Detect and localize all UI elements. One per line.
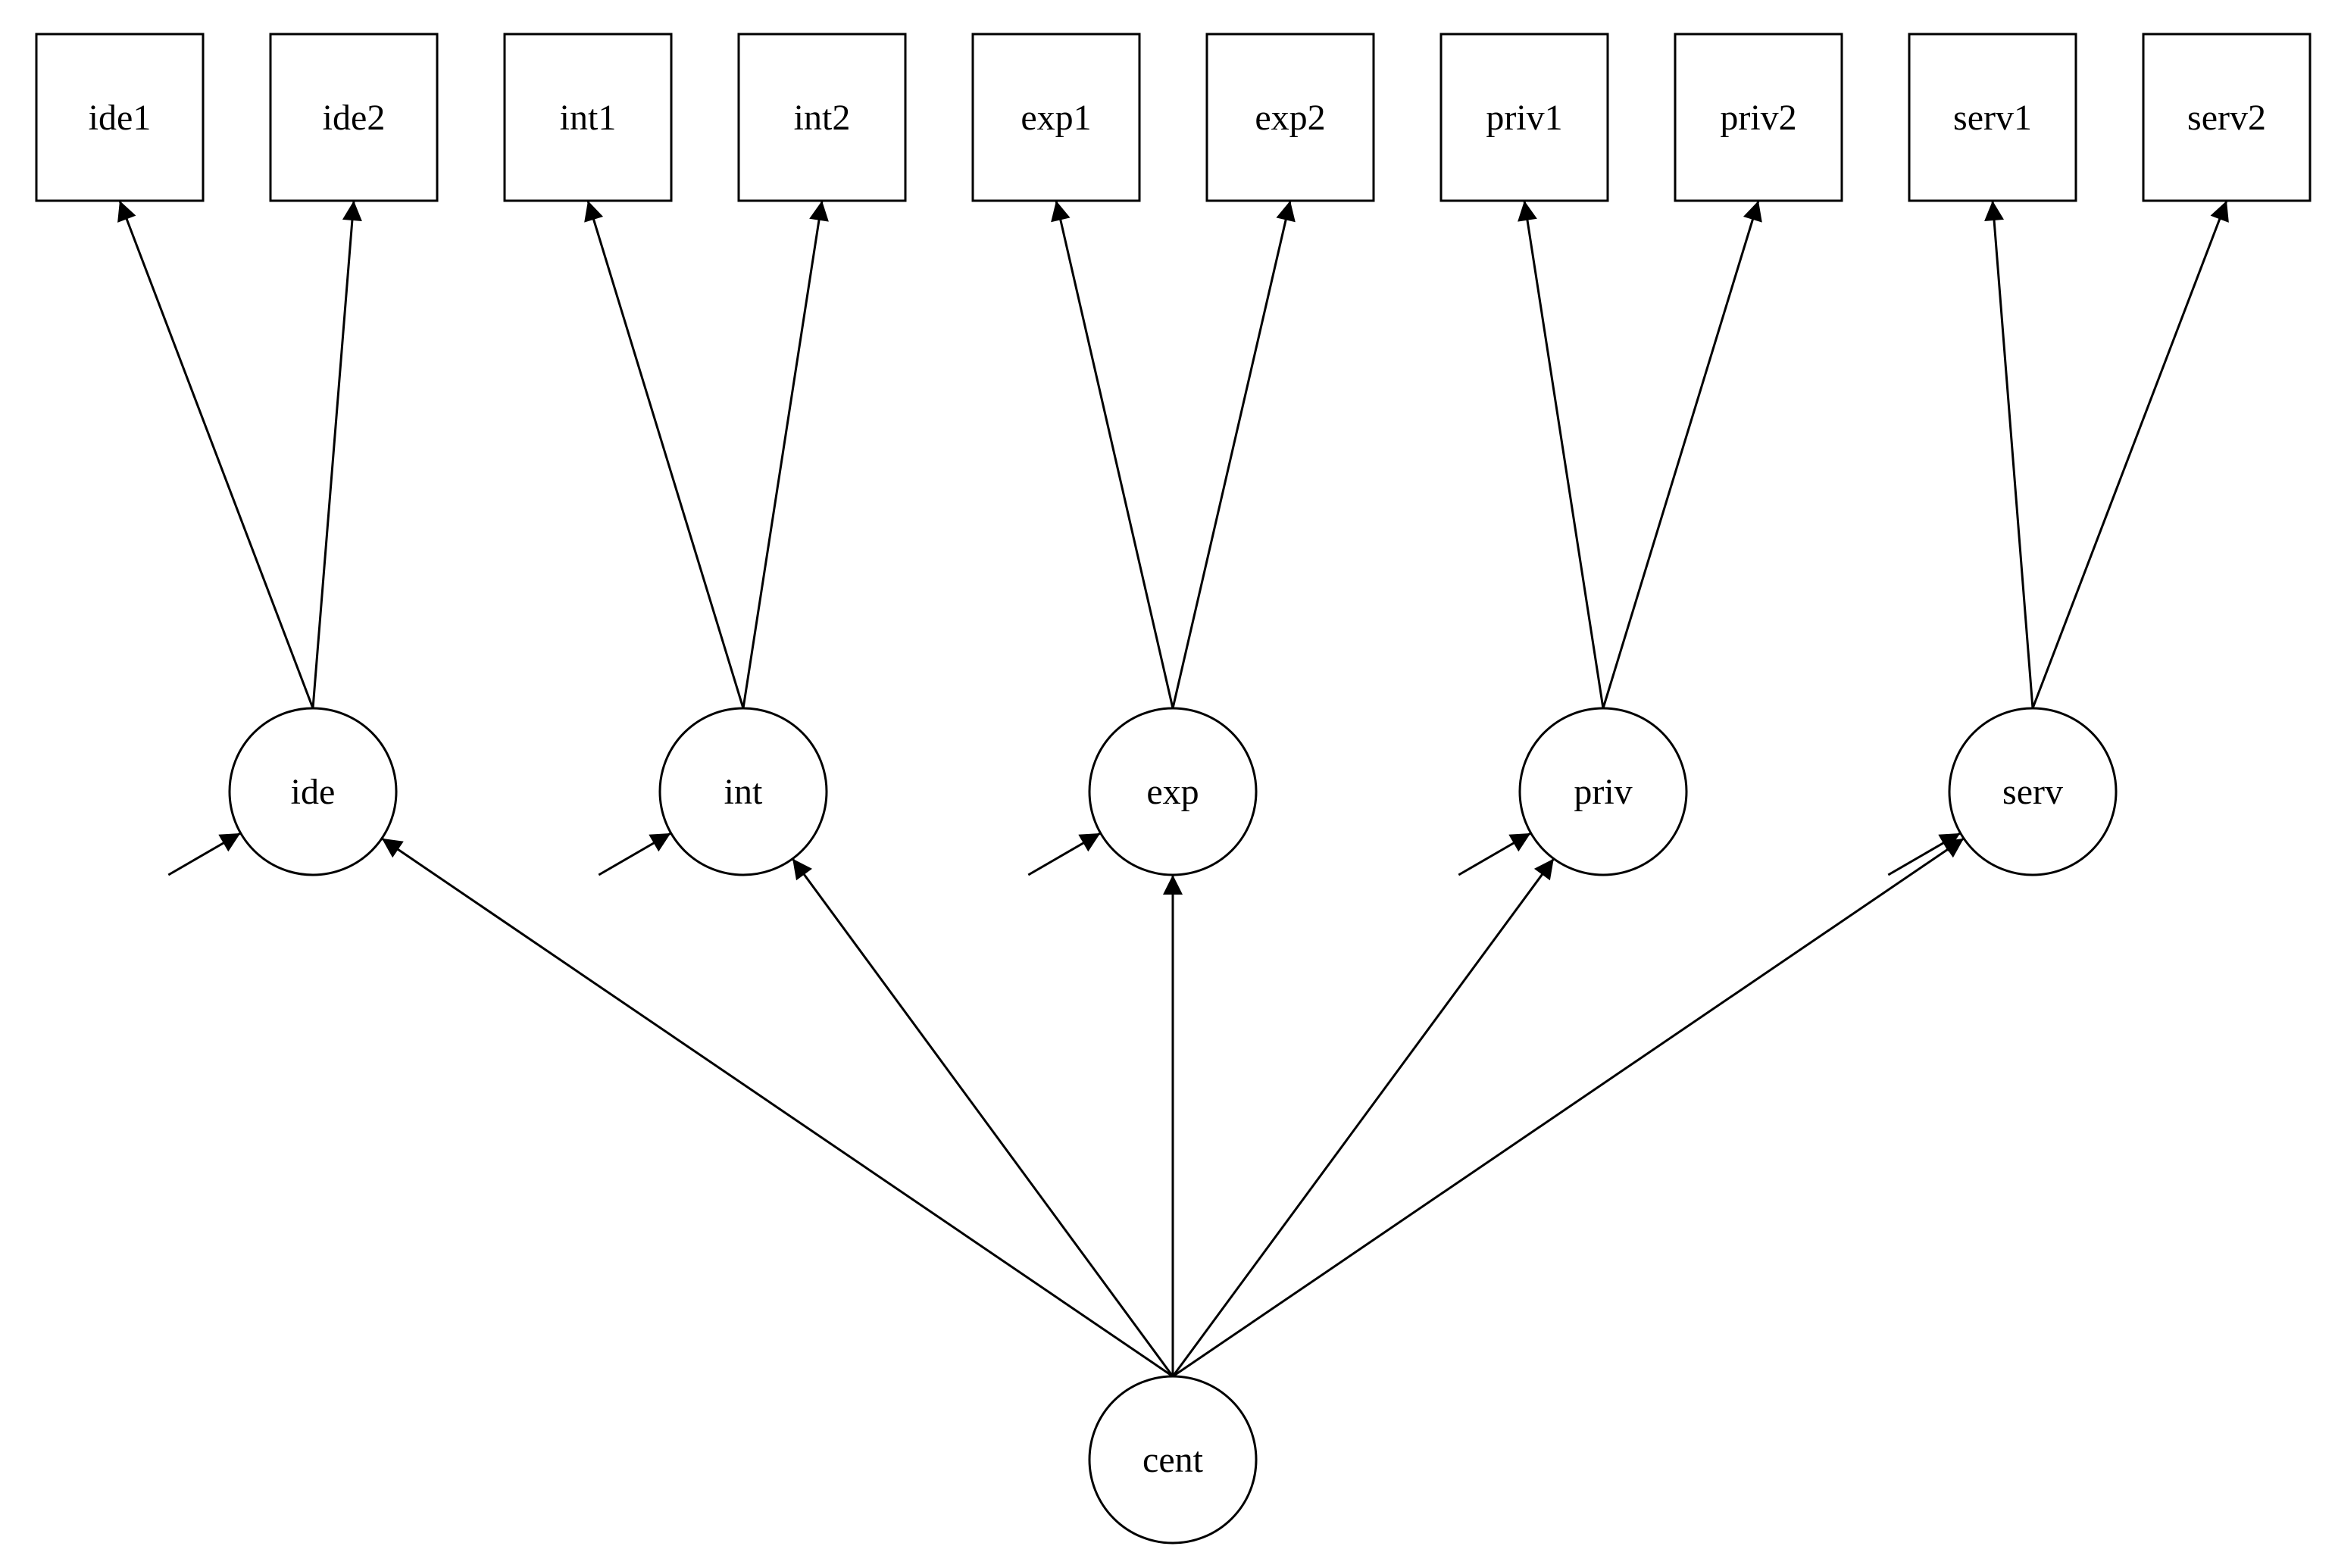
loading-arrow-exp-to-exp2 [1171,200,1296,709]
indicator-label-exp1: exp1 [1021,98,1091,138]
structural-arrow-cent-to-priv [1171,857,1555,1377]
disturbance-arrow-serv [1887,832,1961,876]
indicator-box-int2 [737,33,907,202]
edges-layer [117,200,2229,1378]
factor-label-exp: exp [1146,772,1199,812]
indicator-box-serv2 [2142,33,2312,202]
disturbance-arrow-ide [167,832,242,876]
loading-arrow-serv-to-serv2 [2031,200,2229,709]
indicator-box-int1 [503,33,673,202]
indicator-label-int1: int1 [560,98,617,138]
structural-arrow-cent-to-int [791,857,1174,1377]
loading-arrow-int-to-int1 [584,200,745,709]
loading-arrow-int-to-int2 [742,200,829,709]
loading-arrow-ide-to-ide2 [311,200,362,709]
indicator-box-exp1 [971,33,1141,202]
disturbance-arrow-priv [1458,832,1532,876]
loading-arrow-exp-to-exp1 [1051,200,1174,709]
indicator-box-ide1 [35,33,205,202]
structural-arrow-cent-to-serv [1172,837,1965,1378]
indicator-label-ide1: ide1 [89,98,152,138]
loading-arrow-serv-to-serv1 [1984,200,2034,709]
indicator-box-priv2 [1674,33,1843,202]
higher-factor-label: cent [1142,1440,1204,1480]
indicator-label-serv1: serv1 [1953,98,2032,138]
loading-arrow-priv-to-priv2 [1602,200,1762,709]
factor-label-int: int [724,772,763,812]
indicator-box-exp2 [1205,33,1375,202]
indicator-label-priv2: priv2 [1720,98,1796,138]
indicator-label-exp2: exp2 [1255,98,1325,138]
indicator-label-int2: int2 [794,98,851,138]
factor-circle-serv [1948,707,2118,876]
indicator-label-ide2: ide2 [323,98,386,138]
structural-arrow-cent-to-ide [381,837,1174,1378]
factor-circle-priv [1518,707,1688,876]
higher-factor-circle [1088,1375,1258,1545]
factor-label-ide: ide [291,772,336,812]
factor-circle-exp [1088,707,1258,876]
factor-label-serv: serv [2002,772,2063,812]
factor-circle-int [658,707,828,876]
factor-label-priv: priv [1574,772,1632,812]
nodes-layer: ide1 ide2 int1 int2 exp1 exp2 priv1 priv2 serv1 s… [35,33,2312,1545]
factor-circle-ide [228,707,398,876]
indicator-box-priv1 [1439,33,1609,202]
disturbance-arrow-int [598,832,672,876]
loading-arrow-priv-to-priv1 [1518,200,1605,709]
disturbance-arrow-exp [1027,832,1102,876]
loading-arrow-ide-to-ide1 [117,200,314,709]
indicator-label-serv2: serv2 [2187,98,2266,138]
indicator-box-ide2 [269,33,439,202]
indicator-box-serv1 [1908,33,2077,202]
indicator-label-priv1: priv1 [1486,98,1562,138]
